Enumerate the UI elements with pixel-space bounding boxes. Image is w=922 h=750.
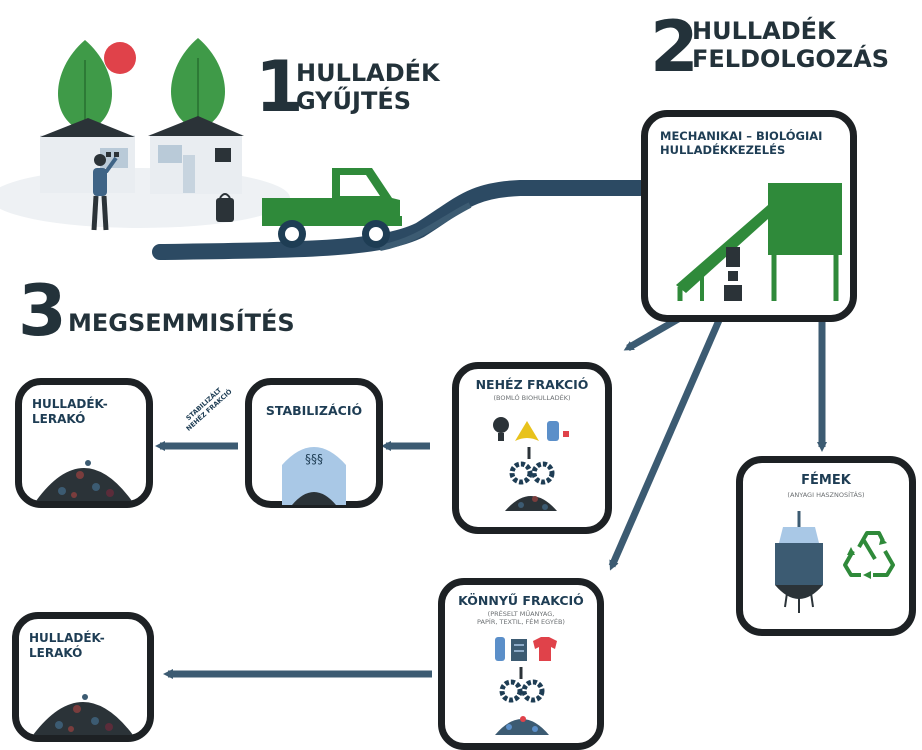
landfill-bottom-box: HULLADÉK- LERAKÓ: [12, 612, 154, 742]
tree-icon: [57, 40, 113, 132]
house-icon: [148, 116, 244, 194]
stabilization-title: STABILIZÁCIÓ: [265, 403, 363, 418]
waste-pile-icon: [495, 716, 549, 735]
step-2-title: HULLADÉK FELDOLGOZÁS: [692, 17, 890, 73]
arrow-to-heavy: [623, 314, 682, 352]
step-3-title: MEGSEMMISÍTÉS: [68, 309, 295, 337]
waste-pile-icon: [505, 496, 557, 511]
step-1-number: 1: [255, 46, 304, 128]
gears-icon: [509, 461, 555, 485]
road-path-shadow: [379, 202, 472, 251]
heavy-fraction-title: NEHÉZ FRAKCIÓ: [475, 377, 589, 392]
landfill-top-box: HULLADÉK- LERAKÓ: [15, 378, 153, 508]
trash-bag-icon: [216, 193, 234, 222]
processing-plant-icon: [676, 183, 842, 301]
shirt-icon: [533, 637, 557, 661]
landfill-bottom-title-line1: HULLADÉK-: [29, 631, 105, 645]
waste-pile-icon: [33, 694, 133, 735]
heat-chamber-icon: §§§: [282, 447, 346, 505]
heavy-fraction-icons: [493, 417, 569, 511]
garbage-truck-icon: [262, 168, 402, 248]
collection-scene: [0, 20, 420, 260]
mbt-title-line1: MECHANIKAI – BIOLÓGIAI: [660, 129, 823, 143]
bulb-icon: [493, 417, 509, 441]
paper-icon: [511, 639, 527, 661]
light-fraction-subtitle-line1: (PRÉSELT MŰANYAG,: [487, 610, 555, 618]
bottle-icon: [495, 637, 505, 661]
mbt-box: MECHANIKAI – BIOLÓGIAI HULLADÉKKEZELÉS: [641, 110, 857, 322]
heavy-fraction-subtitle: (BOMLÓ BIOHULLADÉK): [493, 394, 571, 402]
light-fraction-title: KÖNNYŰ FRAKCIÓ: [458, 593, 584, 608]
metals-icons: [775, 511, 895, 613]
road-path: [152, 180, 648, 260]
landfill-top-title-line2: LERAKÓ: [32, 412, 86, 426]
bottle-icon: [547, 421, 559, 441]
step-2-number: 2: [650, 6, 699, 88]
arrow-to-light: [608, 316, 724, 571]
step-1-title: HULLADÉK GYŰJTÉS: [296, 59, 440, 115]
metals-subtitle: (ANYAGI HASZNOSÍTÁS): [787, 491, 865, 499]
house-icon: [40, 118, 135, 193]
step-2-title-line2: FELDOLGOZÁS: [692, 44, 890, 73]
banana-peel-icon: [515, 421, 539, 441]
mbt-title-line2: HULLADÉKKEZELÉS: [660, 143, 786, 158]
stabilization-box: STABILIZÁCIÓ §§§: [245, 378, 383, 508]
light-fraction-icons: [495, 637, 557, 735]
worker-icon: [91, 154, 118, 231]
landfill-bottom-title-line2: LERAKÓ: [29, 646, 83, 660]
waste-pile-icon: [36, 460, 132, 501]
svg-text:§§§: §§§: [305, 452, 323, 466]
metals-box: FÉMEK (ANYAGI HASZNOSÍTÁS): [736, 456, 916, 636]
step-3-number: 3: [18, 270, 67, 352]
recycle-icon: [843, 531, 895, 579]
mbt-title: MECHANIKAI – BIOLÓGIAI HULLADÉKKEZELÉS: [660, 129, 850, 158]
light-fraction-box: KÖNNYŰ FRAKCIÓ (PRÉSELT MŰANYAG, PAPÍR, …: [438, 578, 604, 750]
light-fraction-subtitle: (PRÉSELT MŰANYAG, PAPÍR, TEXTIL, FÉM EGY…: [445, 610, 597, 626]
landfill-bottom-title: HULLADÉK- LERAKÓ: [29, 631, 147, 661]
landfill-top-title: HULLADÉK- LERAKÓ: [32, 397, 146, 427]
step-1-title-line2: GYŰJTÉS: [296, 86, 412, 115]
gears-icon: [499, 679, 545, 703]
step-1-title-line1: HULLADÉK: [296, 59, 440, 87]
landfill-top-title-line1: HULLADÉK-: [32, 397, 108, 411]
step-2-title-line1: HULLADÉK: [692, 17, 836, 45]
light-fraction-subtitle-line2: PAPÍR, TEXTIL, FÉM EGYÉB): [477, 618, 565, 627]
heavy-fraction-box: NEHÉZ FRAKCIÓ (BOMLÓ BIOHULLADÉK): [452, 362, 612, 534]
metals-title: FÉMEK: [801, 473, 851, 488]
sun-icon: [104, 42, 136, 74]
magnet-crane-icon: [775, 511, 823, 613]
